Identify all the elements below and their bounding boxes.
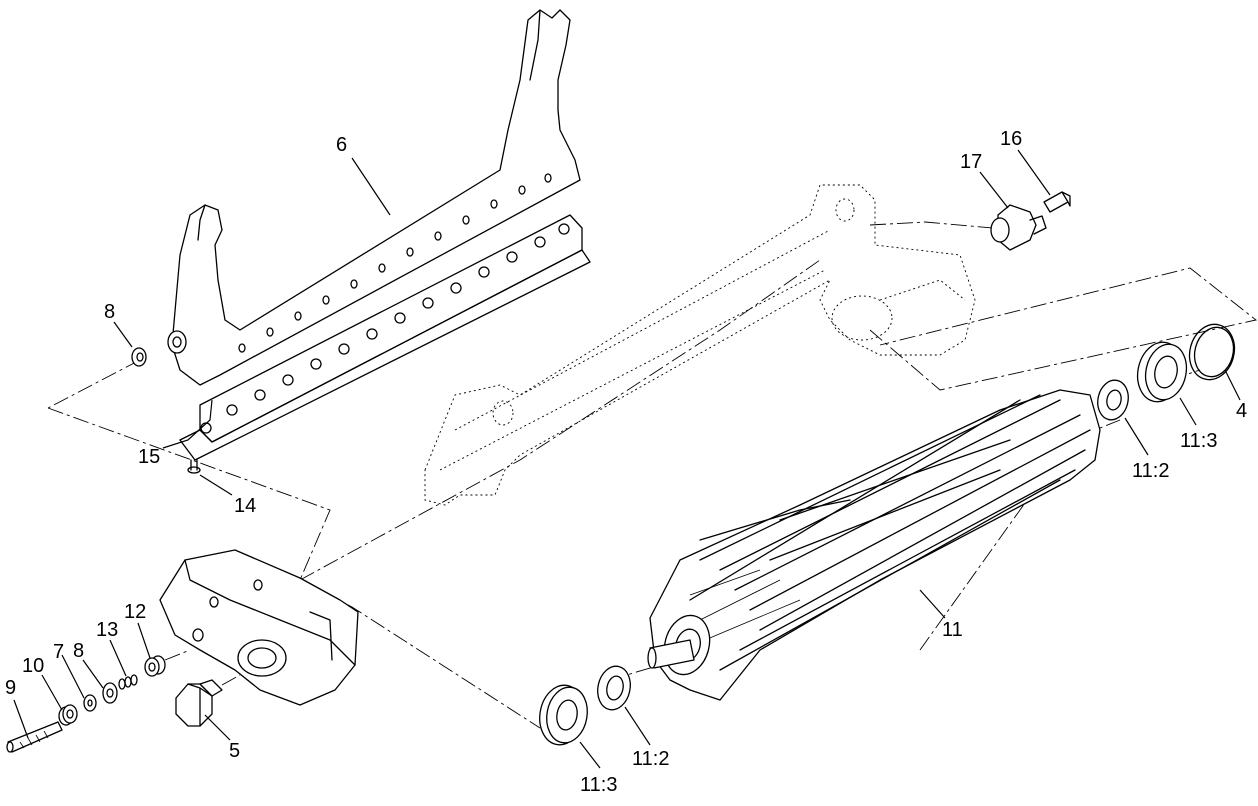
callout-11-2-upper: 11:2 [1132, 460, 1169, 482]
callout-labels: 6 8 15 14 17 16 4 11:3 11:2 11 12 13 8 7… [5, 128, 1247, 796]
callout-15: 15 [138, 446, 160, 468]
callout-13: 13 [96, 619, 118, 641]
bedbar-holes [238, 173, 552, 353]
bearing-housing-part-17 [990, 204, 1047, 251]
snap-ring-part-4 [1188, 323, 1236, 381]
washer-part-8-upper [131, 347, 147, 367]
callout-14: 14 [234, 495, 256, 517]
ghost-reel-frame [424, 184, 976, 506]
callout-11-3-upper: 11:3 [1180, 430, 1217, 452]
bedbar-part-6 [167, 9, 581, 386]
nut-part-10 [58, 704, 78, 726]
washer-part-8-lower [102, 682, 118, 704]
callout-11-3-lower: 11:3 [580, 774, 617, 796]
side-plate [159, 549, 359, 706]
callout-8-lower: 8 [73, 640, 84, 662]
plug-part-5 [175, 679, 223, 727]
callout-11-2-lower: 11:2 [632, 748, 669, 770]
callout-9: 9 [5, 677, 16, 699]
callout-8-upper: 8 [104, 301, 115, 323]
bedknife-part-15 [179, 214, 591, 461]
callout-7: 7 [53, 641, 64, 663]
reel-part-11 [647, 389, 1101, 701]
callout-10: 10 [22, 655, 44, 677]
callout-6: 6 [336, 134, 347, 156]
bearing-part-11-3-lower [539, 684, 588, 746]
bearing-part-11-3-upper [1136, 341, 1188, 403]
seal-part-11-2-lower [597, 665, 631, 711]
bushing-part-12 [144, 655, 166, 677]
callout-4: 4 [1236, 400, 1247, 422]
callout-11: 11 [942, 619, 963, 641]
callout-12: 12 [124, 601, 146, 623]
seal-part-11-2-upper [1097, 379, 1129, 421]
bedknife-holes [200, 223, 570, 434]
callout-17: 17 [960, 151, 982, 173]
spring-part-13 [118, 674, 138, 690]
fitting-part-16 [1043, 191, 1071, 213]
callout-leader-lines [13, 149, 1241, 769]
callout-16: 16 [1000, 128, 1022, 150]
screw-part-14 [187, 459, 201, 474]
washer-part-7 [83, 694, 97, 712]
callout-5: 5 [229, 740, 240, 762]
adjuster-part-9 [6, 721, 63, 753]
